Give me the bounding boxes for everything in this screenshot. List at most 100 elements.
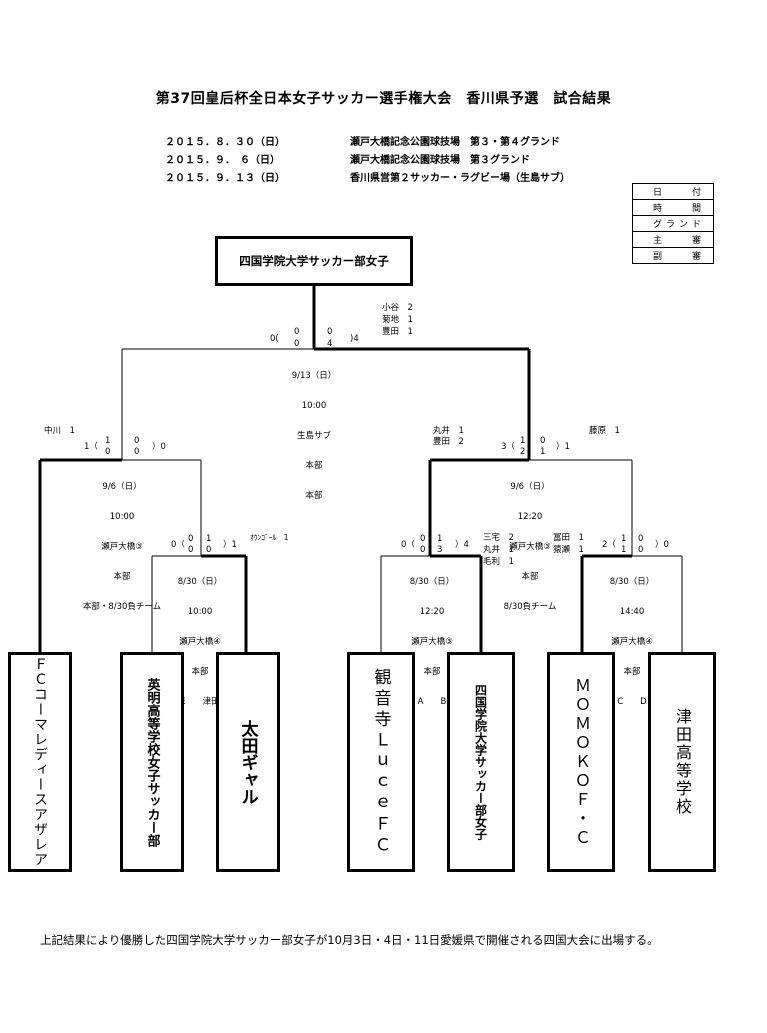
r1a-half-1-opp: 1 [206, 534, 212, 544]
legend-referee: 主審 [632, 231, 714, 248]
team-name: ＭＯＭＯＫＯＦ・Ｃ [572, 676, 591, 848]
team-box-kanonji: 観音寺ＬｕｃｅＦＣ [347, 652, 415, 872]
match-date: 8/30（日） [609, 577, 655, 587]
match-referee: 本部 [521, 572, 539, 582]
schedule-date-2: ２０１５．９． ６（日） [165, 155, 280, 166]
match-date: 8/30（日） [409, 577, 455, 587]
team-box-momoko: ＭＯＭＯＫＯＦ・Ｃ [547, 652, 615, 872]
match-time: 14:40 [619, 607, 645, 617]
match-ground: 生島サブ [296, 431, 331, 441]
match-ground: 瀬戸大橋③ [509, 542, 551, 552]
match-referee: 本部 [113, 572, 131, 582]
legend-table: 日付 時間 グランド 主審 副審 [632, 183, 714, 264]
match-assistant: 本部・8/30負チーム [82, 602, 162, 612]
semi-right-score-left: 3（ [501, 442, 515, 452]
final-scorer: 豊田 1 [382, 327, 413, 337]
r1c-half-1: 1 [621, 534, 627, 544]
r1c-info: 8/30（日） 14:40 瀬戸大橋④ 本部 C D [582, 557, 682, 717]
match-assistant: C D [617, 697, 647, 707]
semi-left-score-left: 1（ [84, 442, 98, 452]
semi-left-score-right: ）0 [152, 442, 166, 452]
legend-time: 時間 [632, 199, 714, 216]
footer-note: 上記結果により優勝した四国学院大学サッカー部女子が10月3日・4日・11日愛媛県… [40, 933, 659, 947]
match-assistant: 8/30負チーム [503, 602, 557, 612]
legend-ground: グランド [632, 215, 714, 232]
team-box-fc-koma: ＦＣコーマレディースアザレア [8, 652, 72, 872]
r1b-info: 8/30（日） 12:20 瀬戸大橋③ 本部 A B [382, 557, 482, 717]
r1c-half-2-opp: 0 [638, 545, 644, 555]
semi-right-half-1: 1 [520, 436, 526, 446]
champion-box: 四国学院大学サッカー部女子 [215, 236, 413, 286]
final-half-1: 0 [294, 327, 300, 337]
team-box-shikoku-gakuin: 四国学院大学サッカー部女子 [447, 652, 515, 872]
match-date: 8/30（日） [177, 577, 223, 587]
r1c-half-1-opp: 0 [638, 534, 644, 544]
match-ground: 瀬戸大橋④ [611, 637, 653, 647]
r1b-score-left: 0（ [401, 540, 415, 550]
team-name: 太田ギャル [237, 719, 258, 805]
r1a-scorer-opp: ｵｳﾝｺﾞｰﾙ 1 [250, 533, 289, 542]
team-name: 英明高等学校女子サッカー部 [144, 677, 160, 847]
final-half-1-opp: 0 [327, 327, 333, 337]
team-name: ＦＣコーマレディースアザレア [32, 657, 48, 867]
semi-left-scorer: 中川 1 [44, 426, 75, 436]
semi-right-scorer: 豊田 2 [433, 437, 464, 447]
match-ground: 瀬戸大橋③ [411, 637, 453, 647]
legend-date: 日付 [632, 183, 714, 200]
final-score-left: 0( [270, 334, 279, 344]
semi-left-info: 9/6（日） 10:00 瀬戸大橋③ 本部 本部・8/30負チーム [62, 462, 182, 622]
r1c-score-left: 2（ [602, 540, 616, 550]
team-box-ota-gal: 太田ギャル [216, 652, 280, 872]
match-referee: 本部 [423, 667, 441, 677]
match-time: 10:00 [187, 607, 213, 617]
match-ground: 瀬戸大橋④ [179, 637, 221, 647]
match-ground: 瀬戸大橋③ [101, 542, 143, 552]
match-time: 10:00 [109, 512, 135, 522]
semi-left-half-2-opp: 0 [134, 447, 140, 457]
semi-left-half-1-opp: 0 [134, 436, 140, 446]
semi-right-scorer: 丸井 1 [433, 426, 464, 436]
r1c-score-right: ）0 [655, 540, 669, 550]
match-referee: 本部 [191, 667, 209, 677]
r1b-scorer: 毛利 1 [483, 557, 514, 567]
final-scorer: 菊地 1 [382, 315, 413, 325]
team-box-tsuda: 津田高等学校 [648, 652, 716, 872]
r1a-score-right: ）1 [223, 540, 237, 550]
r1b-half-2-opp: 3 [437, 545, 443, 555]
semi-right-half-1-opp: 0 [540, 436, 546, 446]
schedule-date-3: ２０１５．９．１３（日） [165, 173, 285, 184]
r1b-half-1-opp: 1 [437, 534, 443, 544]
r1c-scorer: 冨田 1 [553, 533, 584, 543]
semi-left-half-1: 1 [105, 436, 111, 446]
final-scorer: 小谷 2 [382, 303, 413, 313]
r1b-scorer: 丸井 1 [483, 545, 514, 555]
match-time: 10:00 [301, 401, 327, 411]
match-date: 9/6（日） [510, 482, 550, 492]
match-time: 12:20 [517, 512, 543, 522]
final-score-right: )4 [350, 334, 359, 344]
r1c-half-2: 1 [621, 545, 627, 555]
match-date: 9/6（日） [102, 482, 142, 492]
r1c-scorer: 猿瀬 1 [553, 545, 584, 555]
r1b-half-2: 0 [420, 545, 426, 555]
match-time: 12:20 [419, 607, 445, 617]
schedule-venue-3: 香川県営第２サッカー・ラグビー場（生島サブ） [350, 173, 570, 184]
r1a-half-1: 0 [188, 534, 194, 544]
schedule-venue-2: 瀬戸大橋記念公園球技場 第３グランド [350, 155, 530, 166]
r1a-half-2-opp: 0 [206, 545, 212, 555]
champion-name: 四国学院大学サッカー部女子 [239, 254, 389, 268]
semi-right-score-right: ）1 [556, 442, 570, 452]
team-name: 観音寺ＬｕｃｅＦＣ [370, 667, 391, 857]
legend-assistant-referee: 副審 [632, 247, 714, 264]
match-referee: 本部 [305, 461, 323, 471]
r1b-half-1: 0 [420, 534, 426, 544]
team-name: 津田高等学校 [673, 708, 692, 816]
page-title: 第37回皇后杯全日本女子サッカー選手権大会 香川県予選 試合結果 [155, 91, 612, 107]
semi-right-scorer-opp: 藤原 1 [589, 426, 620, 436]
final-half-2-opp: 4 [327, 339, 333, 349]
team-name: 四国学院大学サッカー部女子 [473, 684, 488, 840]
final-info: 9/13（日） 10:00 生島サブ 本部 本部 [264, 351, 364, 511]
r1a-half-2: 0 [188, 545, 194, 555]
schedule-date-1: ２０１５．８．３０（日） [165, 137, 285, 148]
